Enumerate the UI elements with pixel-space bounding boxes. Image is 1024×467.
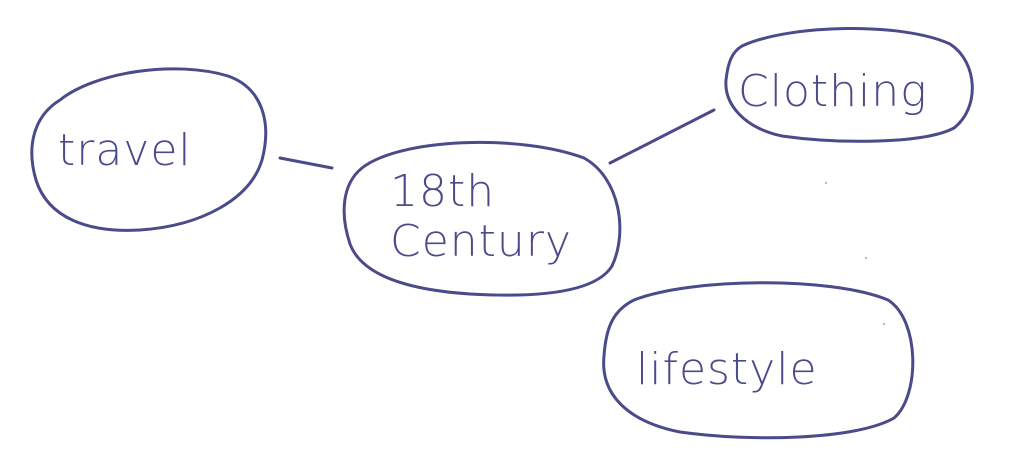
node-18th-century-outline bbox=[342, 140, 622, 297]
node-18th-century-label-line2: Century bbox=[390, 216, 572, 267]
pen-speck bbox=[882, 322, 886, 326]
node-clothing: Clothing bbox=[724, 26, 974, 143]
node-lifestyle-outline bbox=[602, 281, 915, 440]
node-travel: travel bbox=[30, 67, 268, 232]
edge-century-clothing bbox=[608, 108, 716, 165]
node-18th-century: 18th Century bbox=[342, 140, 622, 297]
pen-speck bbox=[864, 256, 868, 260]
node-lifestyle: lifestyle bbox=[602, 281, 915, 440]
node-clothing-outline bbox=[724, 26, 974, 143]
node-clothing-label: Clothing bbox=[738, 66, 928, 117]
node-travel-outline bbox=[30, 67, 268, 232]
pen-speck bbox=[824, 181, 828, 185]
node-travel-label: travel bbox=[58, 125, 192, 176]
edge-travel-century bbox=[278, 156, 334, 170]
node-lifestyle-label: lifestyle bbox=[636, 344, 818, 395]
node-18th-century-label-line1: 18th bbox=[390, 166, 495, 217]
